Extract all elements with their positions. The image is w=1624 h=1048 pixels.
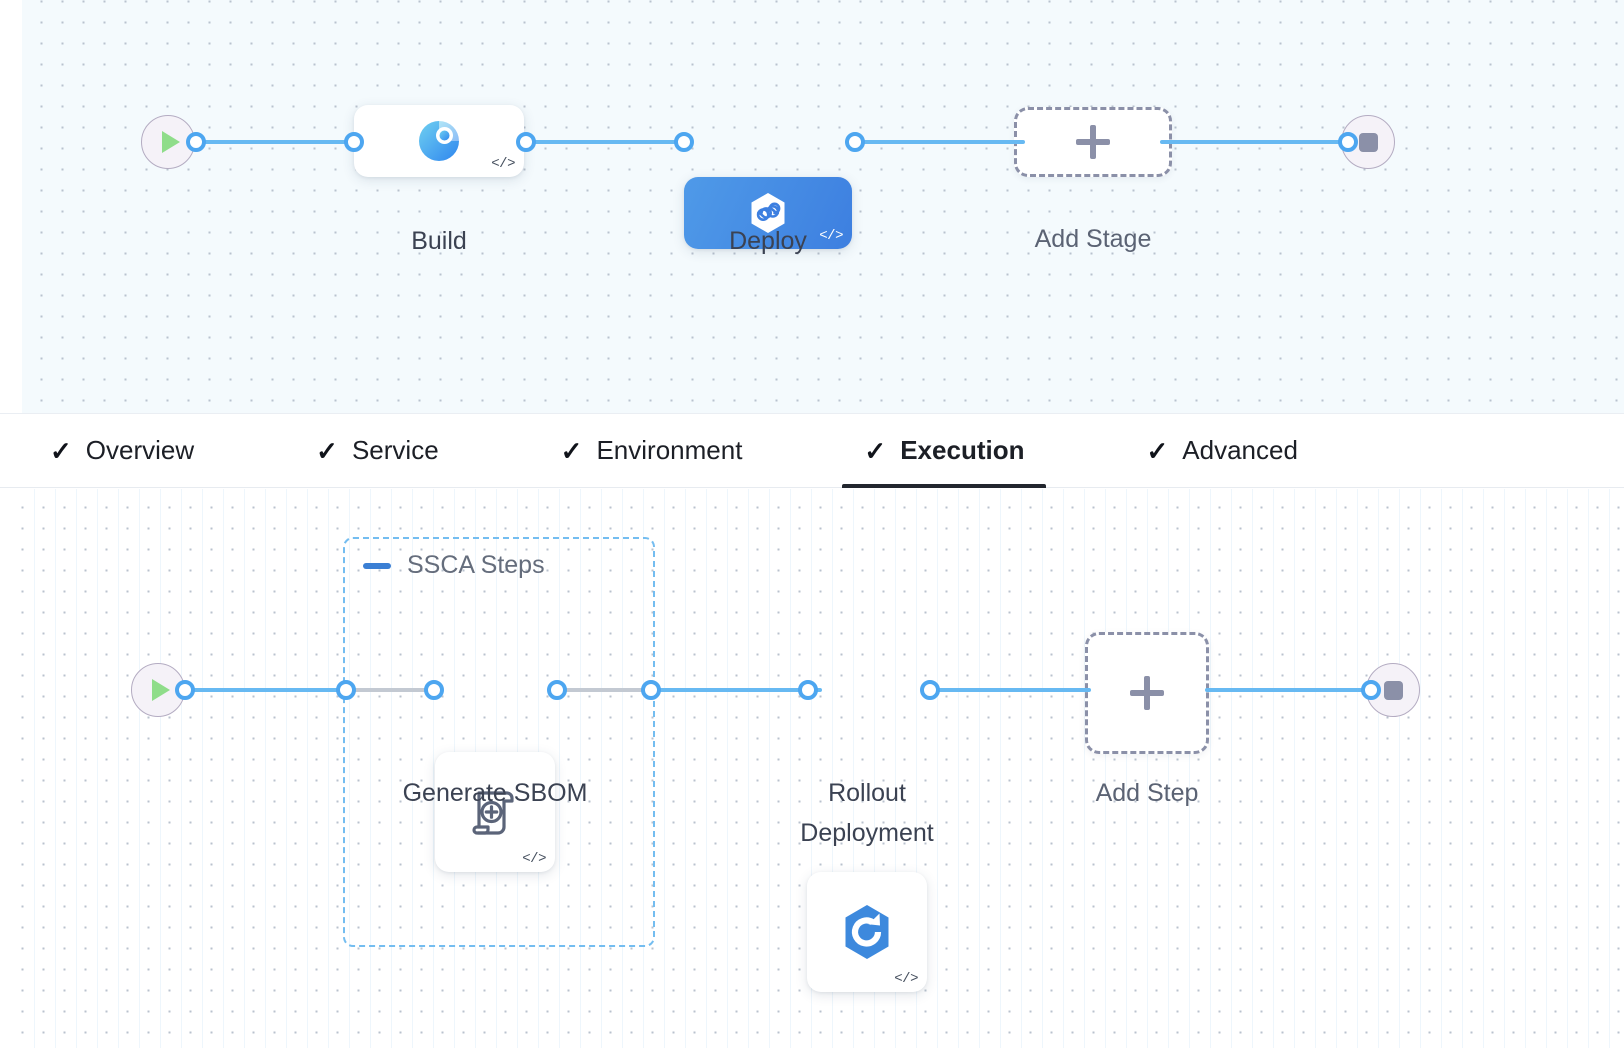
- edge-start-to-build: [195, 140, 360, 144]
- step-group-title: SSCA Steps: [407, 551, 545, 579]
- port-start-out[interactable]: [186, 132, 206, 152]
- add-step-label: Add Step: [1095, 779, 1199, 807]
- port-end-in[interactable]: [1338, 132, 1358, 152]
- stage-node-build[interactable]: </>: [354, 105, 524, 177]
- execution-step-canvas[interactable]: SSCA Steps </> Generate SBOM: [0, 489, 1624, 1048]
- code-badge[interactable]: </>: [522, 851, 546, 867]
- edge-deploy-to-addstage: [845, 140, 1025, 144]
- stage-config-tabs: ✓ Overview ✓ Service ✓ Environment ✓ Exe…: [0, 414, 1624, 488]
- port-group-in[interactable]: [336, 680, 356, 700]
- tab-advanced[interactable]: ✓ Advanced: [1122, 414, 1321, 488]
- check-icon: ✓: [864, 435, 887, 466]
- edge-build-to-deploy: [520, 140, 690, 144]
- check-icon: ✓: [50, 435, 72, 466]
- tab-label: Advanced: [1182, 435, 1298, 465]
- add-stage-label: Add Stage: [1034, 225, 1152, 253]
- tab-service[interactable]: ✓ Service: [292, 414, 463, 488]
- step-label-generate-sbom: Generate SBOM: [402, 779, 588, 807]
- code-badge[interactable]: </>: [894, 971, 918, 987]
- stop-icon: [1358, 132, 1378, 152]
- step-label-rollout-deployment: Rollout Deployment: [800, 779, 934, 847]
- edge-rollout-to-addstep: [926, 688, 1091, 692]
- tab-label: Execution: [900, 435, 1025, 465]
- edge-group-to-rollout: [650, 688, 822, 692]
- deploy-infinity-icon: [751, 193, 785, 233]
- tab-label: Environment: [596, 435, 743, 465]
- stage-label-deploy: Deploy: [729, 227, 807, 255]
- port-rollout-in[interactable]: [798, 680, 818, 700]
- code-badge[interactable]: </>: [491, 156, 515, 172]
- step-group-ssca-steps[interactable]: [343, 537, 655, 947]
- port-step-start-out[interactable]: [175, 680, 195, 700]
- tab-label: Service: [351, 435, 439, 465]
- step-group-header[interactable]: SSCA Steps: [363, 551, 545, 580]
- rollout-hexagon-icon: [845, 905, 889, 959]
- plus-icon: [1130, 676, 1164, 710]
- stage-label-build: Build: [411, 227, 467, 255]
- port-build-out[interactable]: [516, 132, 536, 152]
- add-step-button-box[interactable]: [1085, 632, 1209, 754]
- stop-icon: [1383, 680, 1403, 700]
- step-node-rollout-deployment[interactable]: </>: [807, 872, 927, 992]
- build-pie-icon: [419, 121, 459, 161]
- check-icon: ✓: [1146, 435, 1169, 466]
- pipeline-stage-canvas[interactable]: </> Build </> Deploy Add Stage: [0, 0, 1624, 414]
- edge-sbom-to-group-out: [558, 688, 654, 692]
- port-sbom-out[interactable]: [547, 680, 567, 700]
- play-icon: [161, 131, 180, 153]
- check-icon: ✓: [316, 435, 338, 466]
- edge-start-to-group: [184, 688, 350, 692]
- edge-addstep-to-end: [1205, 688, 1370, 692]
- plus-icon: [1076, 125, 1110, 159]
- port-deploy-out[interactable]: [845, 132, 865, 152]
- play-icon: [151, 679, 170, 701]
- stage-node-deploy[interactable]: </>: [684, 177, 852, 249]
- check-icon: ✓: [560, 435, 583, 466]
- tab-execution[interactable]: ✓ Execution: [840, 414, 1048, 488]
- code-badge[interactable]: </>: [819, 228, 843, 244]
- edge-group-in-to-sbom: [348, 688, 444, 692]
- sbom-scroll-plus-icon: [472, 791, 514, 835]
- step-node-generate-sbom-inner[interactable]: </>: [435, 752, 555, 872]
- port-rollout-out[interactable]: [920, 680, 940, 700]
- port-deploy-in[interactable]: [674, 132, 694, 152]
- minus-icon[interactable]: [363, 562, 391, 569]
- port-step-end-in[interactable]: [1361, 680, 1381, 700]
- tab-overview[interactable]: ✓ Overview: [26, 414, 218, 488]
- port-build-in[interactable]: [344, 132, 364, 152]
- port-group-out[interactable]: [641, 680, 661, 700]
- tab-label: Overview: [85, 435, 195, 465]
- edge-addstage-to-end: [1160, 140, 1355, 144]
- tab-environment[interactable]: ✓ Environment: [537, 414, 767, 488]
- port-sbom-in[interactable]: [424, 680, 444, 700]
- add-stage-button[interactable]: [1014, 107, 1172, 177]
